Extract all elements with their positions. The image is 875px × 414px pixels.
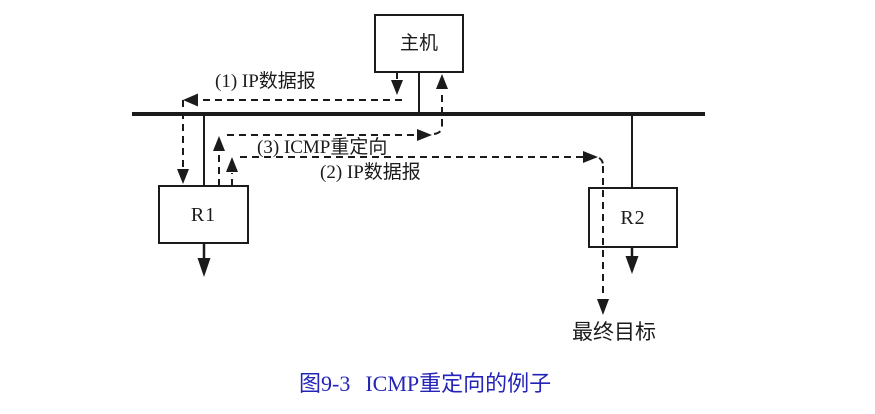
flow-step3-icmp-redirect: [213, 74, 448, 186]
router2-label: R2: [620, 207, 646, 229]
down-arrowhead-icon: [625, 256, 639, 274]
host-label: 主机: [399, 33, 438, 54]
flow-step2-label: (2) IP数据报: [320, 162, 421, 183]
right-arrowhead-icon: [583, 151, 598, 163]
down-arrowhead-icon: [197, 258, 211, 277]
flow-step2-ip-datagram: [226, 151, 609, 315]
figure-caption-title: ICMP重定向的例子: [365, 371, 552, 396]
step3-elbow: [433, 125, 443, 135]
router1-label: R1: [190, 204, 217, 226]
figure-caption-number: 图9-3: [299, 371, 351, 396]
right-arrowhead-icon: [417, 129, 432, 141]
r2-downlink-arrow: [625, 247, 639, 274]
down-arrowhead-icon: [177, 169, 189, 184]
up-arrowhead-icon: [213, 136, 225, 151]
down-arrowhead-icon: [597, 299, 609, 315]
network-bus: [132, 72, 705, 188]
step2-elbow: [598, 157, 604, 167]
flow-step1-ip-datagram: [177, 72, 403, 184]
host-box: [374, 14, 464, 73]
flow-step1-label: (1) IP数据报: [215, 71, 316, 92]
final-destination-label: 最终目标: [572, 320, 656, 344]
flow-step3-label: (3) ICMP重定向: [257, 137, 388, 158]
left-arrowhead-icon: [183, 93, 198, 107]
r1-downlink-arrow: [197, 243, 211, 277]
up-arrowhead-icon: [436, 74, 448, 89]
up-arrowhead-icon: [226, 157, 238, 172]
down-arrowhead-icon: [391, 80, 403, 95]
figure-caption: 图9-3 ICMP重定向的例子: [299, 366, 551, 398]
